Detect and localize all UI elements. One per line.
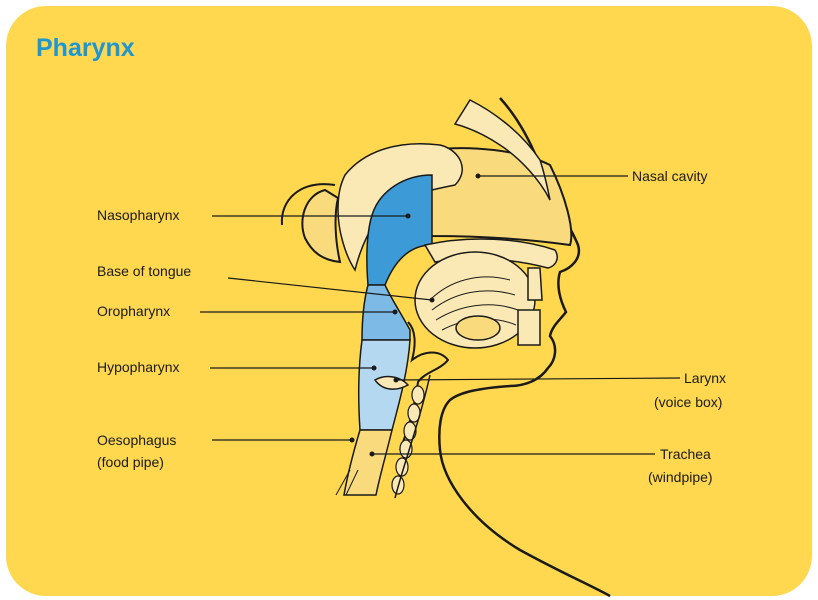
teeth-upper — [528, 268, 542, 300]
label-trachea-sub: (windpipe) — [648, 469, 713, 485]
label-base-of-tongue: Base of tongue — [97, 263, 191, 279]
label-larynx-sub: (voice box) — [654, 394, 722, 410]
label-oesophagus: Oesophagus — [97, 432, 176, 448]
ear-shape — [302, 190, 340, 262]
hyoid-bone — [456, 316, 500, 340]
label-oropharynx: Oropharynx — [97, 303, 170, 319]
label-nasopharynx: Nasopharynx — [97, 207, 180, 223]
label-oesophagus-sub: (food pipe) — [97, 454, 164, 470]
label-trachea: Trachea — [660, 446, 711, 462]
teeth-lower — [518, 310, 540, 345]
label-nasal-cavity: Nasal cavity — [632, 168, 707, 184]
label-larynx: Larynx — [684, 370, 726, 386]
label-hypopharynx: Hypopharynx — [97, 359, 180, 375]
